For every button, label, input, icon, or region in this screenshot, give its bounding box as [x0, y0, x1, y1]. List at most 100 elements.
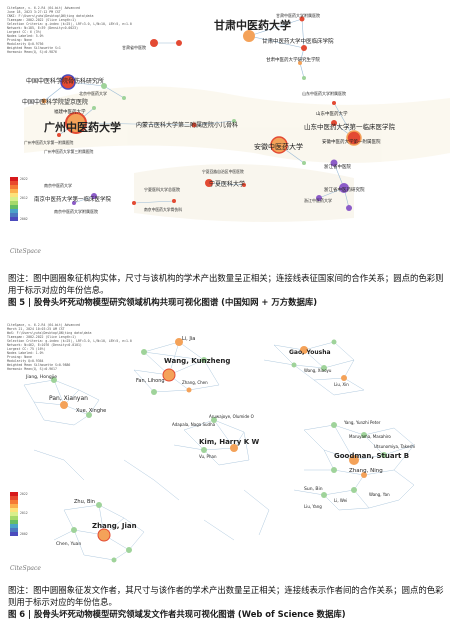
author-node	[230, 444, 238, 452]
author-label: Zhang, Chen	[182, 380, 208, 385]
institution-label: 南京中医药大学附属医院	[54, 208, 98, 214]
institution-node	[302, 76, 306, 80]
year-legend: 2022 2012 2002	[10, 492, 28, 536]
institution-label: 广州中医药大学	[44, 120, 121, 134]
institution-node	[65, 112, 87, 134]
institution-node	[60, 74, 76, 90]
institution-node	[330, 159, 338, 167]
author-label: Sun, Bin	[304, 486, 323, 492]
author-label: Gao, Yousha	[289, 349, 331, 356]
header-line: Harmonic Mean(Q, S)=0.9876	[7, 50, 57, 54]
author-node	[349, 455, 359, 465]
header-line: Weighted Mean Silhouette S=1	[7, 46, 61, 50]
author-node	[351, 487, 357, 493]
citespace-logo: CiteSpace	[10, 565, 41, 572]
institution-label: 北京中医药大学	[79, 90, 107, 96]
author-label: Jiang, Hongjie	[25, 374, 57, 380]
header-line: Selection Criteria: g-index (k=25), LRF=…	[7, 22, 132, 26]
institution-node	[316, 195, 322, 201]
author-node	[126, 547, 132, 553]
header-line: Network: N=462, E=1076 (Density=0.0101)	[7, 343, 82, 347]
institution-node	[232, 119, 236, 123]
institution-label: 浙江省中医院	[324, 163, 351, 170]
header-line: CNKI: F:\Users\yuhs\Desktop\ON\ting data…	[7, 14, 93, 18]
institution-labels: 甘肃中医药大学 甘肃中医药大学附属医院 甘肃中医药大学中医临床学院 甘肃中医药大…	[22, 12, 396, 214]
institution-node	[346, 130, 362, 146]
institution-node	[191, 122, 197, 128]
institution-node	[101, 83, 107, 89]
author-label: Zhu, Bin	[74, 499, 95, 505]
figure5-title: 股骨头坏死动物模型研究领域机构共现可视化图谱 (中国知网 + 万方数据库)	[34, 297, 318, 307]
author-node	[111, 557, 117, 563]
figure5-header: CiteSpace, v. 6.2.R4 (64-bit) Advanced J…	[7, 6, 132, 54]
figure6-number: 图 6	[8, 609, 26, 619]
figure6-note: 图注：图中圆圈象征发文作者，其尺寸与该作者的学术产出数量呈正相关；连接线表示作者…	[8, 585, 444, 607]
institution-label: 宁夏医科大学	[209, 180, 245, 188]
author-node	[201, 357, 207, 363]
institution-label: 南京中医药大学	[44, 182, 72, 188]
header-line: June 18, 2023 3:27:12 PM CST	[7, 10, 61, 14]
author-label: Yang, Yunzhi Peter	[343, 420, 381, 425]
cluster-shading	[24, 86, 450, 222]
author-node	[141, 349, 147, 355]
institution-label: 宁夏医科大学总医院	[144, 186, 180, 192]
header-line: Selection Criteria: g-index (k=25), LRF=…	[7, 339, 132, 343]
figure6-panel: CiteSpace, v. 6.2.R4 (64-bit) Advanced M…	[4, 320, 454, 581]
author-label: Utsunomiya, Takeshi	[374, 444, 415, 449]
author-node	[51, 377, 57, 383]
author-node	[86, 412, 92, 418]
institution-label: 浙江省中医药研究院	[324, 186, 365, 193]
author-label: Liu, Yang	[304, 504, 322, 509]
institution-node	[298, 61, 302, 65]
institution-label: 广州中医药大学第一附属医院	[24, 140, 74, 145]
author-label: Wang, Xiaoyu	[304, 368, 332, 373]
institution-label: 宁夏回族自治区中医医院	[202, 169, 244, 174]
author-node	[300, 346, 308, 354]
institution-node	[92, 106, 96, 110]
network-nodes	[41, 16, 362, 211]
author-labels: Li, Jia Wang, Kunzheng Fan, Lihong Zhang…	[25, 336, 415, 547]
header-line: Pruning: None	[7, 355, 32, 359]
institution-node	[332, 101, 336, 105]
institution-label: 甘肃中医药大学中医临床学院	[262, 37, 334, 45]
author-node	[361, 432, 367, 438]
author-label: Fan, Lihong	[136, 378, 165, 384]
legend-year: 2002	[20, 532, 28, 536]
institution-node	[91, 193, 97, 199]
author-node	[381, 452, 387, 458]
author-node	[321, 365, 327, 371]
institution-node	[346, 205, 352, 211]
institution-node	[301, 45, 307, 51]
institution-node	[242, 183, 246, 187]
header-line: Harmonic Mean(Q, S)=0.9617	[7, 367, 57, 371]
year-legend: 2022 2012 2002	[10, 177, 28, 221]
author-label: Liu, Xin	[334, 382, 349, 387]
institution-node	[339, 183, 349, 193]
author-label: Goodman, Stuart B	[334, 452, 409, 460]
institution-label: 甘肃中医药大学附属医院	[276, 12, 320, 18]
institution-label: 安徽中医药大学	[254, 142, 303, 151]
network-nodes	[51, 338, 387, 563]
author-node	[331, 467, 337, 473]
institution-label: 甘肃中医药大学	[214, 18, 291, 32]
figure5-number: 图 5	[8, 297, 26, 307]
institution-label: 中国中医科学院骨伤科研究所	[26, 77, 104, 85]
institution-label: 安徽中医药大学第一附属医院	[322, 138, 381, 145]
header-line: Timespan: 2002-2022 (Slice Length=1)	[7, 18, 76, 22]
figure5-caption: 图注：图中圆圈象征机构实体，尺寸与该机构的学术产出数量呈正相关；连接线表征国家间…	[8, 272, 450, 308]
header-line: Nodes Labeled: 1.0%	[7, 351, 44, 355]
figure6-header: CiteSpace, v. 6.2.R4 (64-bit) Advanced M…	[7, 323, 132, 371]
author-node	[71, 527, 77, 533]
institution-node	[41, 98, 47, 104]
author-label: Chen, Yuan	[56, 541, 81, 547]
author-label: Aruwajoye, Olumide O	[209, 414, 254, 419]
header-line: Modularity Q=0.9364	[7, 359, 44, 363]
figure6-network: CiteSpace, v. 6.2.R4 (64-bit) Advanced M…	[7, 323, 415, 572]
legend-year: 2002	[20, 217, 28, 221]
figure5-panel: CiteSpace, v. 6.2.R4 (64-bit) Advanced J…	[4, 3, 454, 267]
header-line: Network: N=185, E=39 (Density=0.0023)	[7, 26, 78, 30]
header-line: Nodes Labeled: 5.0%	[7, 34, 44, 38]
header-line: Modularity Q=0.9756	[7, 42, 44, 46]
institution-node	[331, 120, 337, 126]
header-line: Largest CC: 75 (16%)	[7, 347, 45, 351]
